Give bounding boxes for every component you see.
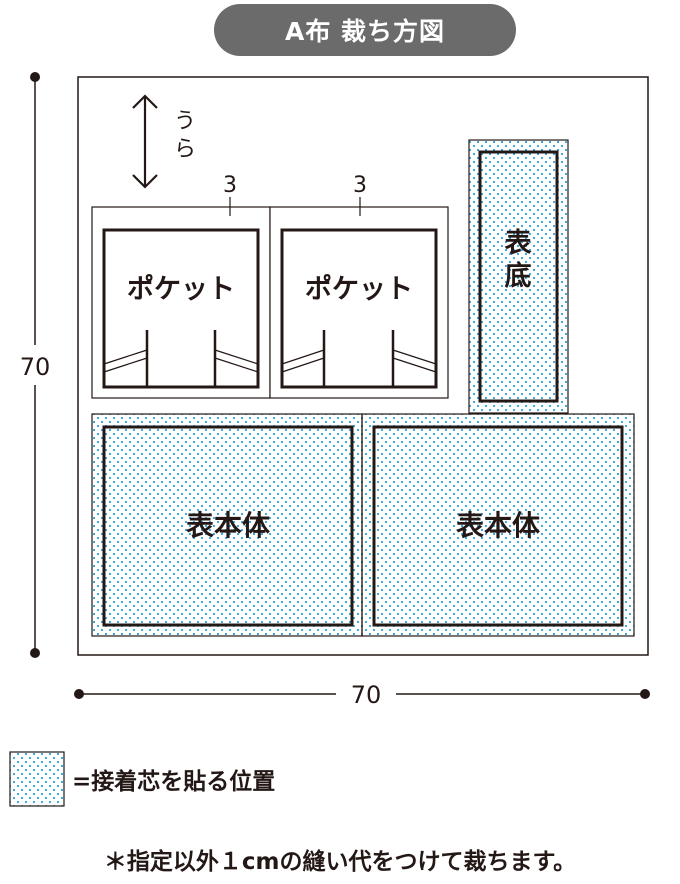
body-left-piece: 表本体 [91,413,363,637]
legend-text: =接着芯を貼る位置 [72,769,276,795]
grain-label-1: う [174,109,196,134]
pocket-right-allowance: 3 [353,173,367,198]
grain-label-2: ら [174,137,196,162]
grain-arrow [132,94,158,189]
height-dimension: 70 [20,72,51,658]
legend-swatch [9,751,65,807]
bottom-label-line2: 底 [505,260,532,292]
title-badge: A布 裁ち方図 [214,4,516,56]
width-label: 70 [351,681,382,709]
width-dimension: 70 [74,681,650,709]
pocket-right-piece: 3 ポケット [269,173,449,399]
bottom-piece: 表 底 [468,139,569,414]
body-right-piece: 表本体 [361,413,635,637]
pocket-left-allowance: 3 [223,173,237,198]
cutting-note: ＊指定以外１cmの縫い代をつけて裁ちます。 [103,849,577,875]
pocket-left-piece: 3 ポケット [91,173,271,399]
pocket-right-label: ポケット [305,274,413,305]
height-label: 70 [20,353,51,381]
body-right-label: 表本体 [456,509,541,542]
body-left-label: 表本体 [186,509,271,542]
bottom-label-line1: 表 [505,228,532,259]
pocket-left-label: ポケット [127,274,235,305]
